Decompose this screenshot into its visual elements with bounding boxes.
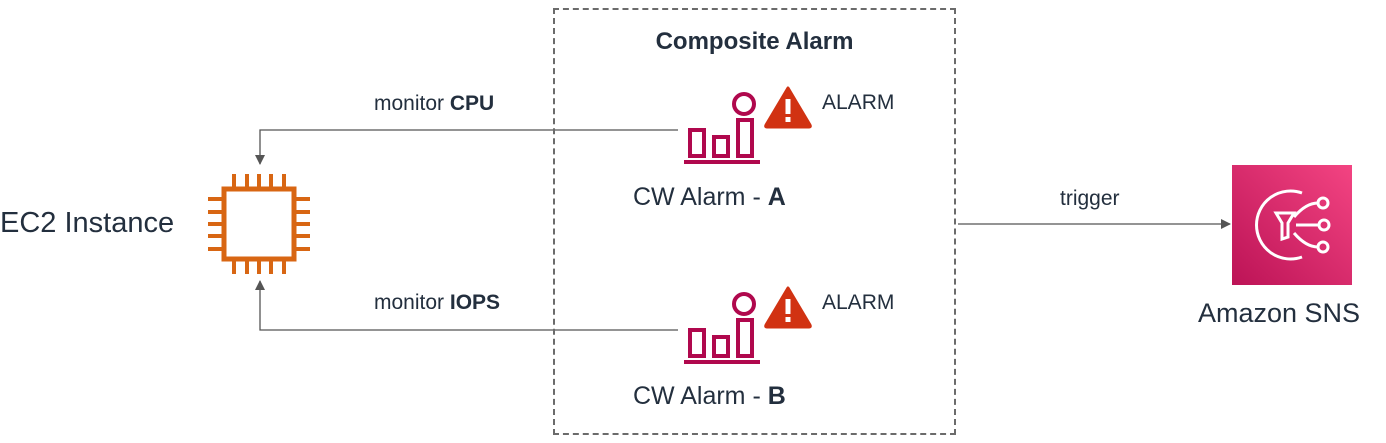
monitor-iops-label: monitor IOPS: [374, 291, 500, 315]
monitor-cpu-label: monitor CPU: [374, 92, 494, 116]
composite-alarm-title: Composite Alarm: [655, 28, 854, 55]
amazon-sns-label: Amazon SNS: [1198, 298, 1361, 328]
alarm-b-name: CW Alarm - B: [633, 382, 786, 411]
alarm-a-name-prefix: CW Alarm -: [633, 183, 768, 211]
monitor-cpu-prefix: monitor: [374, 92, 445, 115]
sns-icon: [1232, 165, 1352, 285]
composite-alarm-box: [553, 8, 956, 435]
alarm-a-state: ALARM: [822, 91, 895, 114]
alarm-b-name-prefix: CW Alarm -: [633, 382, 768, 410]
alarm-a-warning-icon: [764, 86, 812, 129]
ec2-instance-label: EC2 Instance: [0, 207, 175, 239]
iops-monitor-line: [255, 280, 678, 331]
alarm-a-chart-icon: [684, 92, 760, 164]
alarm-b-chart-icon: [684, 292, 760, 364]
monitor-iops-metric: IOPS: [449, 291, 501, 314]
alarm-b-name-letter: B: [767, 382, 786, 410]
chip-icon: [208, 174, 310, 274]
cpu-monitor-line: [255, 129, 678, 165]
monitor-iops-prefix: monitor: [374, 291, 445, 314]
alarm-a-name: CW Alarm - A: [633, 183, 786, 212]
alarm-b-state: ALARM: [822, 291, 895, 314]
alarm-a-name-letter: A: [767, 183, 786, 211]
alarm-b-warning-icon: [764, 286, 812, 329]
trigger-label: trigger: [1060, 187, 1120, 210]
monitor-cpu-metric: CPU: [449, 92, 495, 115]
